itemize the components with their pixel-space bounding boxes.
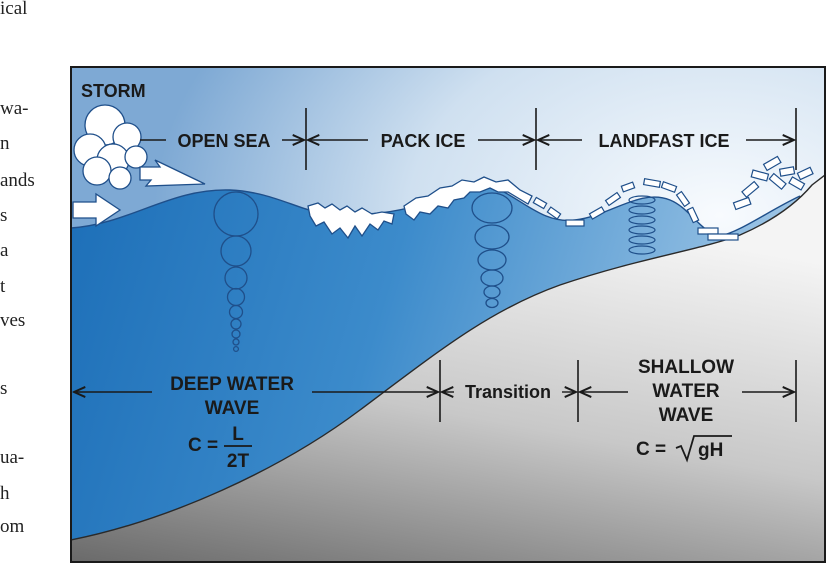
page-margin-text: ical wa- n ands s a t ves s ua- h om (0, 0, 62, 565)
storm-label: STORM (81, 81, 146, 101)
bottom-zone-dividers (439, 360, 797, 422)
shallow-water-orbitals (628, 195, 656, 255)
transition-label: Transition (465, 382, 551, 402)
margin-line: ua- (0, 447, 25, 468)
shallow-water-label-line2: WATER (652, 381, 719, 402)
formula-deep-lhs: C = (188, 435, 218, 456)
margin-line: h (0, 483, 10, 504)
formula-deep-numerator: L (232, 424, 244, 445)
formula-deep-denominator: 2T (227, 451, 250, 472)
formula-shallow-lhs: C = (636, 439, 666, 460)
margin-line: a (0, 240, 9, 261)
margin-line: t (0, 276, 6, 297)
deep-water-label-line1: DEEP WATER (170, 374, 294, 395)
storm-cloud-icon (73, 104, 148, 190)
wind-arrow-icon (139, 159, 206, 187)
margin-line: s (0, 205, 8, 226)
zone-label-landfast-ice: LANDFAST ICE (598, 131, 729, 151)
margin-line: n (0, 133, 10, 154)
shallow-water-label-line1: SHALLOW (638, 357, 734, 378)
top-zone-dividers (305, 108, 797, 170)
shallow-water-formula: C = gH (636, 435, 732, 463)
wind-arrow-icon (72, 192, 122, 228)
margin-line: ves (0, 310, 26, 331)
shallow-water-label-line3: WAVE (659, 405, 714, 426)
deep-water-label-line2: WAVE (205, 398, 260, 419)
margin-line: ical (0, 0, 28, 19)
transition-orbitals (471, 192, 513, 309)
deep-water-formula: C = L 2T (188, 424, 252, 472)
zone-label-open-sea: OPEN SEA (177, 131, 270, 151)
square-root-icon (675, 435, 732, 463)
margin-line: om (0, 516, 25, 537)
zone-label-pack-ice: PACK ICE (381, 131, 466, 151)
margin-line: s (0, 378, 8, 399)
pack-ice (307, 176, 533, 240)
seabed (71, 174, 825, 562)
margin-line: ands (0, 170, 35, 191)
diagram-frame (70, 66, 826, 563)
formula-shallow-radicand: gH (698, 440, 723, 461)
margin-line: wa- (0, 98, 29, 119)
landfast-ice (532, 155, 814, 241)
deep-water-orbitals (213, 191, 259, 353)
